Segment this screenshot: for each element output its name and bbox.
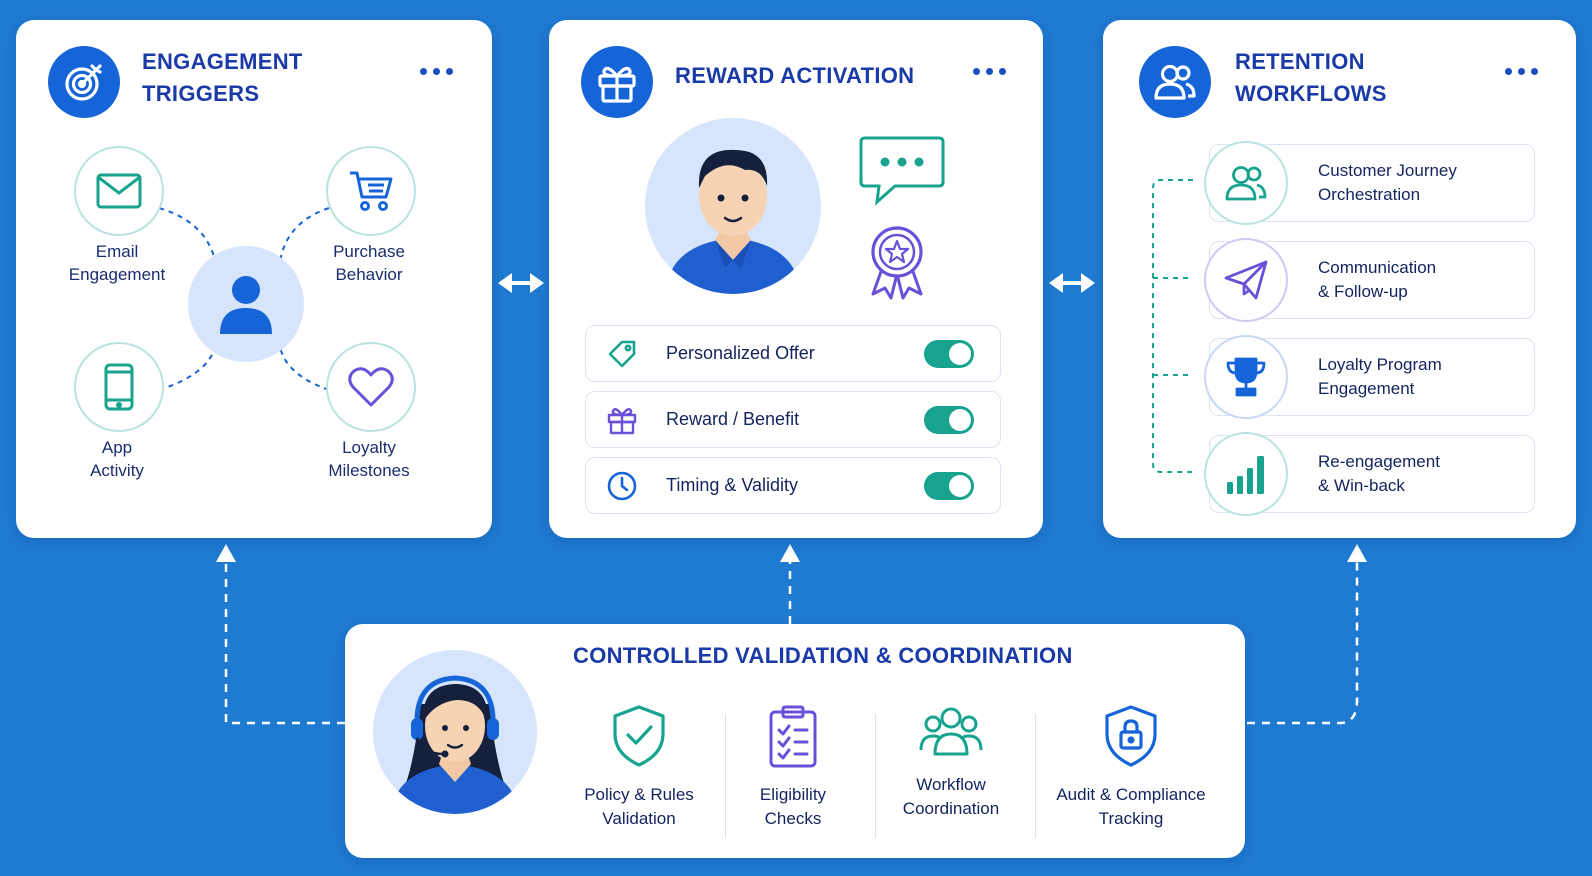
paper-plane-icon-circle <box>1204 238 1288 322</box>
toggle-row-reward-benefit[interactable]: Reward / Benefit <box>585 391 1001 448</box>
users-icon <box>1225 166 1267 201</box>
user-icon <box>220 276 272 334</box>
reward-title: REWARD ACTIVATION <box>675 63 915 88</box>
arrowhead-center <box>780 544 800 562</box>
heart-icon <box>348 367 394 407</box>
divider <box>875 714 876 838</box>
users-icon-circle <box>1204 141 1288 225</box>
users-icon <box>1139 46 1211 118</box>
workflow-re-engagement[interactable]: Re-engagement& Win-back <box>1204 432 1535 516</box>
toggle-label: Personalized Offer <box>666 343 815 363</box>
more-options-icon[interactable] <box>973 68 1006 75</box>
tag-icon <box>608 340 636 368</box>
toggle-label: Reward / Benefit <box>666 409 800 429</box>
toggle-switch[interactable] <box>924 340 974 368</box>
target-icon <box>48 46 120 118</box>
validation-card: CONTROLLED VALIDATION & COORDINATION Pol… <box>345 624 1245 858</box>
arrowhead-right <box>1347 544 1367 562</box>
purchase-behavior-node[interactable] <box>326 146 416 236</box>
shopping-cart-icon <box>350 171 393 211</box>
toggle-switch[interactable] <box>924 472 974 500</box>
more-options-icon[interactable] <box>1505 68 1538 75</box>
trophy-icon <box>1226 357 1266 397</box>
divider <box>1035 714 1036 838</box>
gift-icon <box>581 46 653 118</box>
toggle-row-timing-validity[interactable]: Timing & Validity <box>585 457 1001 514</box>
workflow-communication[interactable]: Communication& Follow-up <box>1204 238 1535 322</box>
bar-chart-icon-circle <box>1204 432 1288 516</box>
agent-avatar <box>645 118 821 294</box>
toggle-switch[interactable] <box>924 406 974 434</box>
paper-plane-icon <box>1224 260 1268 300</box>
more-options-icon[interactable] <box>420 68 453 75</box>
workflow-label: Communication& Follow-up <box>1318 258 1437 301</box>
toggle-label: Timing & Validity <box>666 475 799 495</box>
engagement-title: ENGAGEMENT TRIGGERS <box>142 49 303 106</box>
chat-bubble-icon <box>859 136 945 206</box>
divider <box>725 714 726 838</box>
envelope-icon <box>96 173 142 209</box>
shield-check-icon <box>613 705 665 767</box>
email-engagement-node[interactable] <box>74 146 164 236</box>
toggle-row-personalized-offer[interactable]: Personalized Offer <box>585 325 1001 382</box>
smartphone-icon <box>104 363 134 411</box>
center-user-node <box>188 246 304 362</box>
bar-chart-icon <box>1227 456 1264 494</box>
reward-activation-card: REWARD ACTIVATION Personalized Offer Rew… <box>549 20 1043 538</box>
connector-right <box>1247 556 1359 725</box>
trophy-icon-circle <box>1204 335 1288 419</box>
workflow-label: Re-engagement& Win-back <box>1318 452 1440 495</box>
app-activity-node[interactable] <box>74 342 164 432</box>
gift-icon <box>607 408 637 435</box>
team-icon <box>919 707 983 756</box>
shield-lock-icon <box>1105 705 1157 767</box>
retention-title: RETENTION WORKFLOWS <box>1235 49 1387 106</box>
loyalty-milestones-node[interactable] <box>326 342 416 432</box>
clipboard-checklist-icon <box>769 705 817 768</box>
validation-title: CONTROLLED VALIDATION & COORDINATION <box>573 643 1073 668</box>
award-ribbon-icon <box>871 226 923 300</box>
connector-left <box>224 556 345 725</box>
workflow-connector <box>1152 179 1193 473</box>
clock-icon <box>607 471 637 501</box>
arrowhead-left <box>216 544 236 562</box>
support-agent-avatar <box>373 650 537 814</box>
